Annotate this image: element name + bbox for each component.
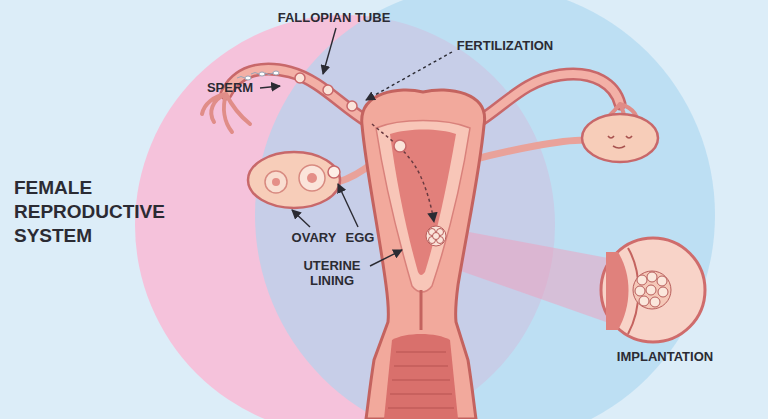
embryo-path [295, 73, 446, 246]
ovary [248, 152, 340, 208]
part-label: UTERINE LINING [296, 258, 368, 288]
ovary [307, 173, 317, 183]
diagram-title: FEMALE REPRODUCTIVE SYSTEM [14, 176, 186, 248]
leader-lines [292, 210, 310, 227]
implantation-inset [633, 271, 671, 309]
uterus [388, 352, 454, 408]
part-label: OVARY [279, 230, 349, 245]
ovary [328, 166, 340, 178]
embryo-path [295, 73, 305, 83]
implantation-inset [647, 272, 657, 282]
uterus [362, 90, 485, 419]
part-label: FERTILIZATION [440, 38, 570, 53]
embryo-path [426, 226, 446, 246]
uterus [420, 290, 423, 330]
implantation-inset [658, 287, 668, 297]
uterus [362, 90, 485, 419]
part-label: FALLOPIAN TUBE [254, 10, 414, 25]
implantation-inset [601, 238, 705, 342]
fallopian-tube [202, 94, 250, 132]
sperm-cells [237, 77, 245, 79]
embryo-path [347, 101, 357, 111]
implantation-inset [635, 286, 645, 296]
sperm-cells [265, 73, 273, 75]
leader-lines [323, 28, 336, 74]
leader-lines [260, 86, 280, 88]
implantation-inset [646, 285, 656, 295]
embryo-path [426, 226, 446, 246]
embryo-path [372, 124, 434, 222]
part-label: SPERM [195, 80, 265, 95]
leader-lines [366, 52, 452, 100]
implantation-inset [657, 276, 667, 286]
fallopian-tube [226, 69, 368, 122]
implantation-inset [633, 271, 671, 309]
uterus [390, 130, 456, 276]
fallopian-tube [202, 69, 368, 132]
embryo-path [394, 140, 406, 152]
sperm-cells [273, 71, 279, 75]
uterus [384, 334, 458, 419]
leader-lines [370, 250, 402, 266]
leader-lines [338, 184, 358, 227]
ovarian-ligament [472, 140, 585, 160]
ovary [272, 178, 280, 186]
zoom-wedge [448, 228, 608, 322]
sperm-cells [259, 72, 265, 76]
part-label: EGG [340, 230, 380, 245]
embryo-path [433, 233, 440, 240]
ovary [608, 136, 632, 148]
implantation-inset [650, 297, 660, 307]
ovary [248, 152, 340, 208]
implantation-inset [606, 252, 629, 330]
ovary [582, 114, 658, 162]
fallopian-tube [478, 74, 620, 122]
ovary [299, 165, 325, 191]
implantation-inset [637, 275, 647, 285]
embryo-path [323, 85, 333, 95]
sperm-cells [245, 76, 251, 80]
uterus [376, 121, 470, 293]
implantation-inset [639, 296, 649, 306]
ovary [265, 171, 287, 193]
fallopian-tube [226, 69, 368, 122]
fallopian-tube [478, 74, 620, 122]
implantation-inset [601, 238, 705, 342]
leader-lines [260, 28, 452, 266]
inset-label: IMPLANTATION [595, 349, 735, 364]
sperm-cells [237, 71, 279, 80]
ovary [582, 114, 658, 162]
sperm-cells [251, 73, 259, 75]
